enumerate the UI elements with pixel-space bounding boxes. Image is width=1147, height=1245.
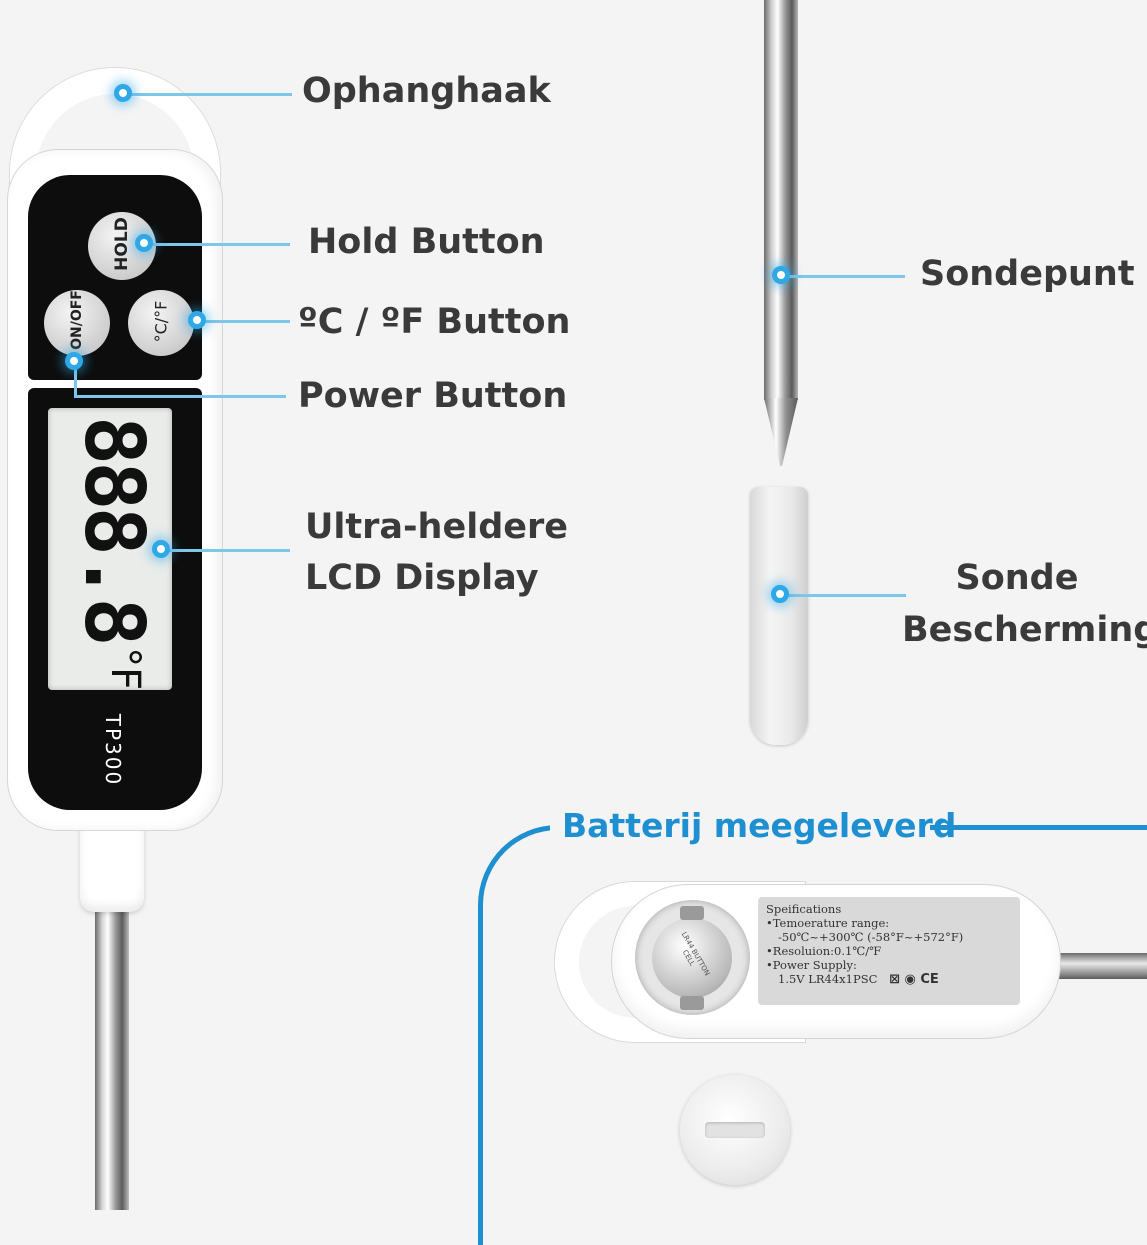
power-label: Power Button bbox=[298, 376, 568, 416]
probe-tip bbox=[764, 398, 798, 466]
battery-heading: Batterij meegeleverd bbox=[562, 806, 957, 845]
probe-cover-label-line2: Bescherming bbox=[902, 610, 1147, 650]
battery-clip-top bbox=[680, 906, 704, 920]
power-callout-vline bbox=[74, 364, 77, 396]
spec-line4: •Power Supply: bbox=[766, 958, 857, 972]
lcd-digits: 888.8 bbox=[66, 415, 161, 643]
hold-label: Hold Button bbox=[308, 222, 545, 262]
spec-line5: 1.5V LR44x1PSC ⊠ ◉ CE bbox=[766, 972, 1012, 987]
spec-line3: •Resoluion:0.1℃/℉ bbox=[766, 944, 882, 958]
probe-tip-label: Sondepunt bbox=[920, 254, 1135, 294]
power-button-label: ON/OFF bbox=[69, 290, 85, 350]
battery-cell-label: LR44 BUTTON CELL bbox=[679, 930, 712, 978]
unit-callout-dot bbox=[188, 311, 206, 329]
lcd-readout: 888.8 °F bbox=[66, 408, 161, 690]
hold-callout-line bbox=[145, 243, 290, 246]
spec-label: Speifications •Temoerature range: -50℃~+… bbox=[758, 897, 1020, 1005]
spec-line1: •Temoerature range: bbox=[766, 916, 890, 930]
probe-rod bbox=[764, 0, 798, 400]
spec-line2: -50℃~+300℃ (-58°F~+572°F) bbox=[778, 930, 964, 944]
lcd-callout-dot bbox=[152, 540, 170, 558]
probe-cover-label-line1: Sonde bbox=[955, 558, 1079, 598]
lcd-display: 888.8 °F bbox=[48, 408, 172, 690]
spec-marks: ⊠ ◉ CE bbox=[889, 972, 939, 987]
model-label: TP300 bbox=[101, 713, 125, 787]
battery-heading-mask bbox=[550, 800, 930, 850]
battery-cap-slot bbox=[705, 1122, 765, 1138]
spec-line5-text: 1.5V LR44x1PSC bbox=[778, 972, 878, 986]
unit-label: ºC / ºF Button bbox=[298, 302, 571, 342]
lcd-label-line2: LCD Display bbox=[305, 558, 539, 598]
probe-cover bbox=[750, 487, 808, 745]
power-callout-dot bbox=[65, 352, 83, 370]
battery-cell: LR44 BUTTON CELL bbox=[652, 918, 732, 998]
hook-callout-dot bbox=[114, 84, 132, 102]
probe-cover-callout-line bbox=[780, 594, 906, 597]
probe-tip-callout-dot bbox=[772, 266, 790, 284]
power-callout-line bbox=[74, 395, 286, 398]
unit-button[interactable]: °C/°F bbox=[128, 290, 194, 356]
unit-callout-line bbox=[198, 320, 290, 323]
power-button[interactable]: ON/OFF bbox=[44, 290, 110, 356]
unit-button-label: °C/°F bbox=[151, 300, 171, 343]
hold-callout-dot bbox=[135, 234, 153, 252]
spec-title: Speifications bbox=[766, 902, 842, 916]
lcd-unit: °F bbox=[102, 647, 148, 690]
probe-cover-callout-dot bbox=[771, 585, 789, 603]
battery-clip-bottom bbox=[680, 996, 704, 1010]
thermometer-probe-shaft bbox=[95, 900, 129, 1210]
lcd-label-line1: Ultra-heldere bbox=[305, 507, 568, 547]
thermometer-neck bbox=[80, 820, 144, 912]
hold-button-label: HOLD bbox=[112, 217, 132, 271]
hook-label: Ophanghaak bbox=[302, 71, 551, 111]
probe-tip-callout-line bbox=[781, 275, 905, 278]
lcd-callout-line bbox=[162, 549, 290, 552]
hook-callout-line bbox=[124, 93, 292, 96]
